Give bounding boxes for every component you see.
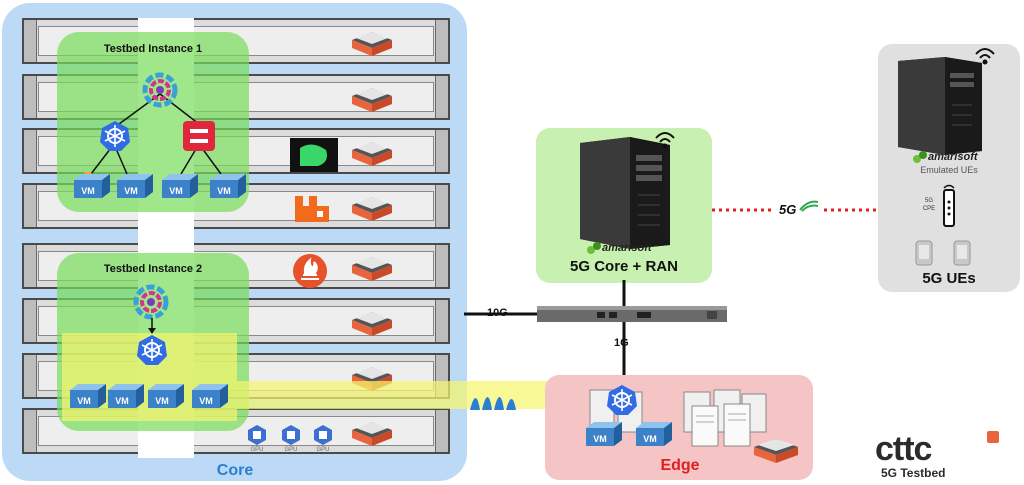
emulated-ues-label: Emulated UEs	[920, 165, 978, 175]
edge-slice-link	[237, 381, 577, 409]
switch-icon	[537, 306, 727, 322]
phone-icon	[953, 240, 971, 266]
server-appliance-icon	[352, 32, 392, 56]
instance-1-title: Testbed Instance 1	[103, 43, 203, 55]
vm-icon: VM	[117, 174, 153, 198]
link-10g-label: 10G	[487, 307, 508, 319]
server-appliance-icon	[352, 312, 392, 336]
phone-icon	[915, 240, 933, 266]
antenna-icon	[655, 132, 675, 149]
server-appliance-icon	[352, 142, 392, 166]
vm-icon: VM	[636, 422, 672, 446]
svg-text:VM: VM	[77, 396, 91, 406]
vm-icon: VM	[192, 384, 228, 408]
cttc-dot-icon	[987, 431, 999, 443]
wireless-wave-icon	[470, 397, 516, 410]
svg-text:VM: VM	[81, 186, 95, 196]
kubernetes-icon	[137, 335, 167, 365]
prometheus-icon	[293, 254, 327, 288]
gpu-label: GPU	[316, 447, 330, 453]
instance-2-link	[148, 318, 156, 334]
vm-icon: VM	[108, 384, 144, 408]
cttc-wordmark: cttc	[875, 430, 932, 468]
cttc-subtitle: 5G Testbed	[881, 466, 946, 480]
instance-2-title: Testbed Instance 2	[103, 263, 203, 275]
amarisoft-brand: amarisoft	[602, 242, 652, 254]
wireless-link	[712, 200, 878, 220]
vm-icon: VM	[586, 422, 622, 446]
gpu-label: GPU	[250, 447, 264, 453]
amarisoft-logo-icon	[587, 242, 601, 254]
amarisoft-logo-icon	[913, 151, 927, 163]
kubernetes-icon	[607, 385, 637, 415]
edge-label: Edge	[660, 457, 700, 474]
tower-server-icon	[898, 57, 982, 155]
server-stack-icon	[683, 389, 767, 447]
vm-icon: VM	[74, 172, 110, 198]
cttc-logo: cttc 5G Testbed	[875, 432, 1005, 480]
openstack-icon	[183, 121, 215, 151]
gpu-icon	[282, 425, 300, 445]
vm-icon: VM	[162, 174, 198, 198]
wireless-5g-label: 5G	[779, 202, 797, 217]
gpu-icon	[314, 425, 332, 445]
svg-text:VM: VM	[124, 186, 138, 196]
server-appliance-icon	[754, 439, 798, 463]
antenna-icon	[975, 48, 995, 65]
core-ran-label: 5G Core + RAN	[570, 258, 678, 275]
vm-icon: VM	[148, 384, 184, 408]
rabbitmq-icon	[295, 196, 329, 222]
logo-green-icon	[290, 138, 338, 172]
cpe-label-line1: 5G	[924, 198, 933, 204]
network-links	[464, 280, 626, 388]
cpe-label-line2: CPE	[922, 206, 936, 212]
cluster-manager-icon	[133, 284, 169, 320]
ues-label: 5G UEs	[922, 270, 976, 287]
svg-text:VM: VM	[115, 396, 129, 406]
server-appliance-icon	[352, 197, 392, 221]
vm-icon: VM	[70, 384, 106, 408]
tower-server-icon	[580, 137, 670, 249]
svg-text:VM: VM	[643, 434, 657, 444]
svg-text:VM: VM	[155, 396, 169, 406]
server-appliance-icon	[352, 88, 392, 112]
svg-text:VM: VM	[169, 186, 183, 196]
svg-text:VM: VM	[217, 186, 231, 196]
cluster-manager-icon	[142, 72, 178, 108]
kubernetes-icon	[100, 121, 130, 151]
core-label: Core	[216, 462, 254, 479]
amarisoft-brand: amarisoft	[928, 151, 978, 163]
server-appliance-icon	[352, 257, 392, 281]
signal-icon	[799, 200, 819, 212]
vm-icon: VM	[210, 174, 246, 198]
svg-text:VM: VM	[199, 396, 213, 406]
server-appliance-icon	[352, 422, 392, 446]
cpe-icon	[943, 184, 955, 227]
svg-text:VM: VM	[593, 434, 607, 444]
gpu-label: GPU	[284, 447, 298, 453]
link-1g-label: 1G	[614, 337, 629, 349]
gpu-icon	[248, 425, 266, 445]
